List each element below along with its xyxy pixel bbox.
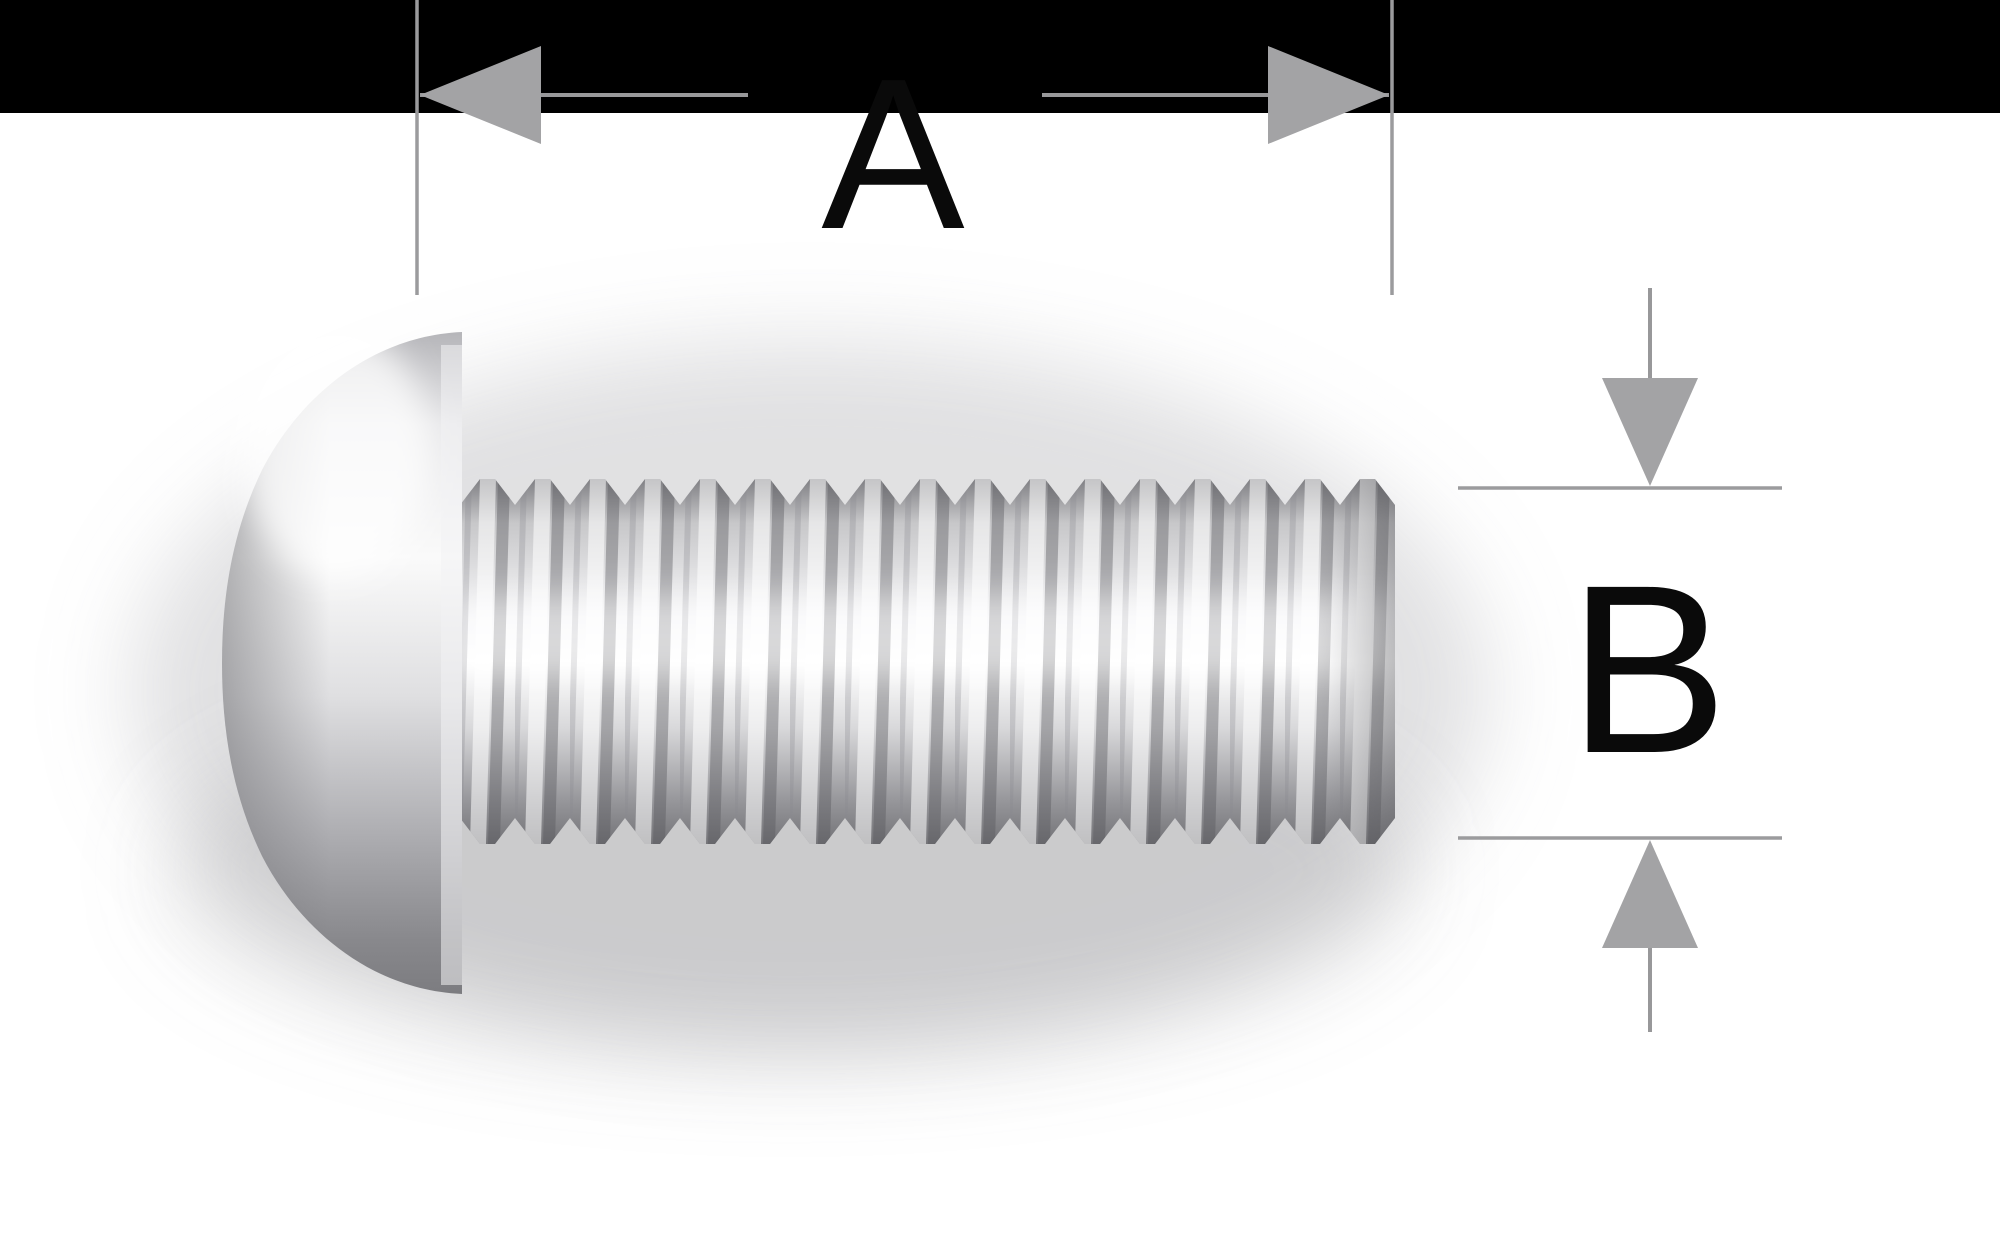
shaft-specular-band — [460, 596, 1395, 674]
head-rim — [441, 345, 462, 985]
dimension-a-label: A — [821, 33, 964, 274]
top-black-bar — [0, 0, 2000, 113]
dimension-a: A — [415, 0, 1394, 295]
dimension-b-label: B — [1568, 535, 1728, 803]
dimension-b: B — [1458, 288, 1782, 1032]
screw-illustration — [222, 327, 1395, 994]
screw-shaft-threads — [460, 479, 1395, 844]
arrow-left-icon — [420, 46, 541, 144]
shaft-tip-shading — [1320, 479, 1395, 844]
arrow-up-icon — [1602, 840, 1698, 948]
arrow-right-icon — [1268, 46, 1389, 144]
arrow-down-icon — [1602, 378, 1698, 486]
screw-head — [222, 327, 462, 994]
head-highlight — [241, 327, 431, 577]
